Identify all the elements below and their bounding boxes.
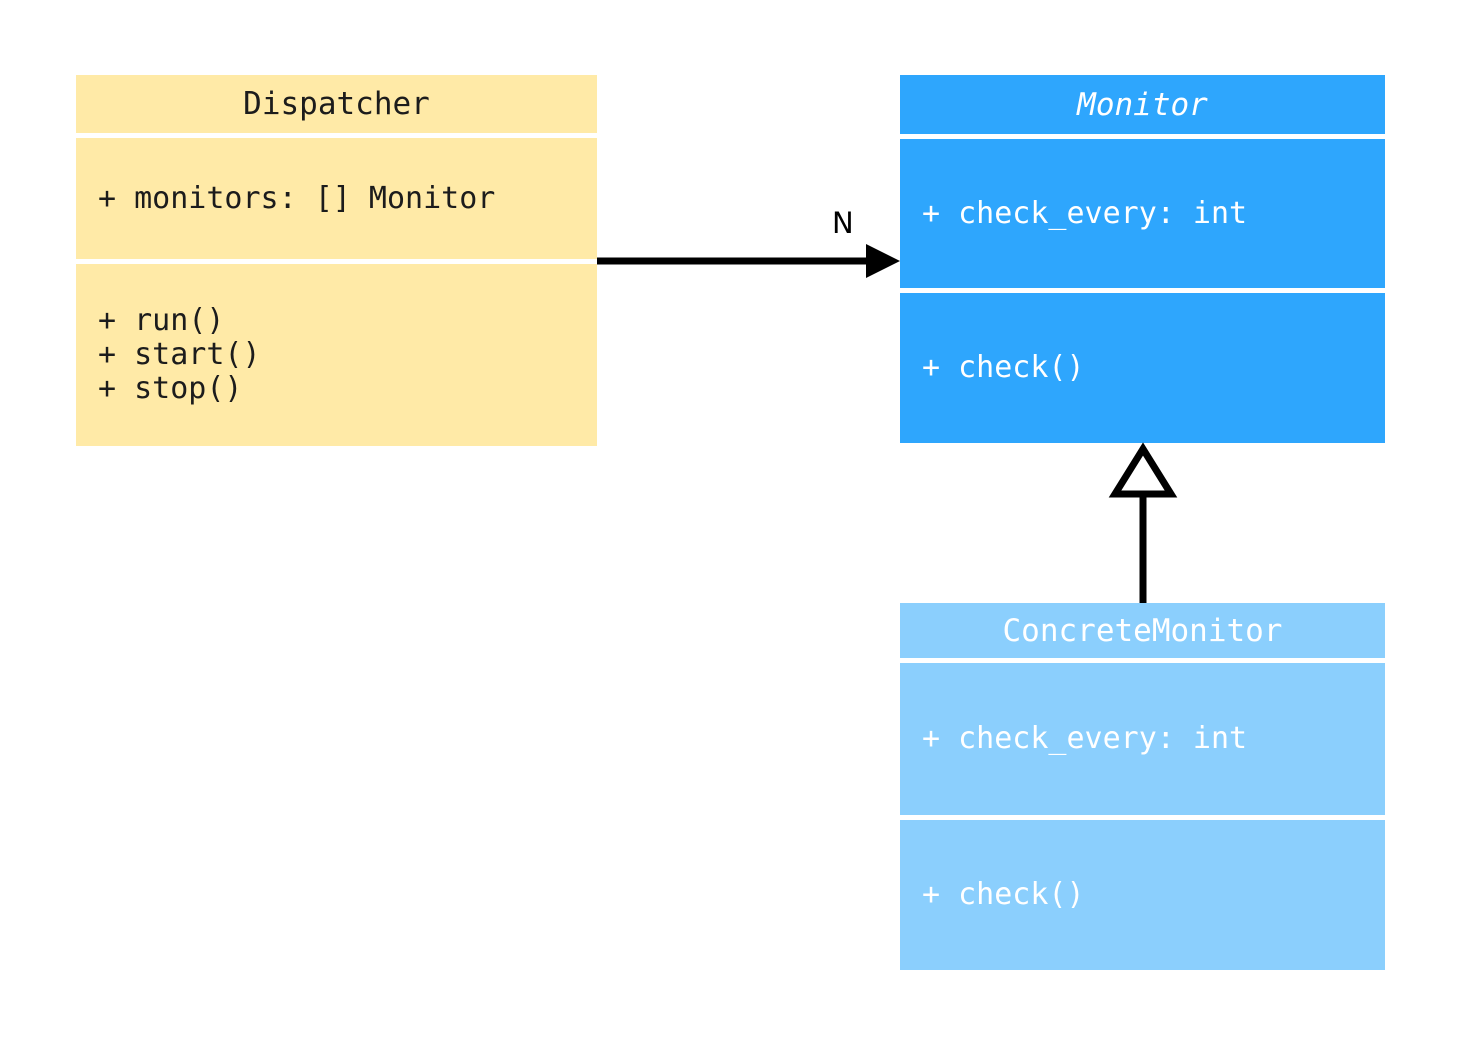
generalization-hollow-triangle-icon <box>1108 442 1178 498</box>
methods-compartment-monitor: + check() <box>900 293 1385 443</box>
class-divider <box>900 658 1385 663</box>
class-divider <box>76 258 597 264</box>
association-dispatcher-to-monitor <box>597 244 900 278</box>
attribute-item: + monitors: [] Monitor <box>98 180 496 216</box>
uml-class-monitor[interactable]: Monitor + check_every: int + check() <box>900 75 1385 443</box>
class-title-dispatcher: Dispatcher <box>76 75 597 134</box>
class-divider <box>900 288 1385 293</box>
method-item: + start() <box>98 336 261 372</box>
attributes-compartment-concretemonitor: + check_every: int <box>900 663 1385 815</box>
class-divider <box>900 815 1385 820</box>
attributes-compartment-dispatcher: + monitors: [] Monitor <box>76 138 597 259</box>
uml-class-concretemonitor[interactable]: ConcreteMonitor + check_every: int + che… <box>900 603 1385 970</box>
uml-class-dispatcher[interactable]: Dispatcher + monitors: [] Monitor + run(… <box>76 75 597 446</box>
association-multiplicity-label: N <box>832 206 854 240</box>
methods-compartment-dispatcher: + run() + start() + stop() <box>76 263 597 446</box>
class-divider <box>76 133 597 139</box>
method-item: + check() <box>922 877 1085 913</box>
method-item: + stop() <box>98 370 243 406</box>
association-arrowhead-icon <box>866 244 900 278</box>
method-item: + check() <box>922 350 1085 386</box>
attribute-item: + check_every: int <box>922 721 1248 757</box>
attributes-compartment-monitor: + check_every: int <box>900 139 1385 288</box>
attribute-item: + check_every: int <box>922 195 1248 231</box>
methods-compartment-concretemonitor: + check() <box>900 820 1385 970</box>
method-item: + run() <box>98 303 225 339</box>
generalization-concretemonitor-to-monitor <box>1108 442 1178 603</box>
class-divider <box>900 134 1385 139</box>
class-title-monitor: Monitor <box>900 75 1385 134</box>
class-title-concretemonitor: ConcreteMonitor <box>900 603 1385 658</box>
